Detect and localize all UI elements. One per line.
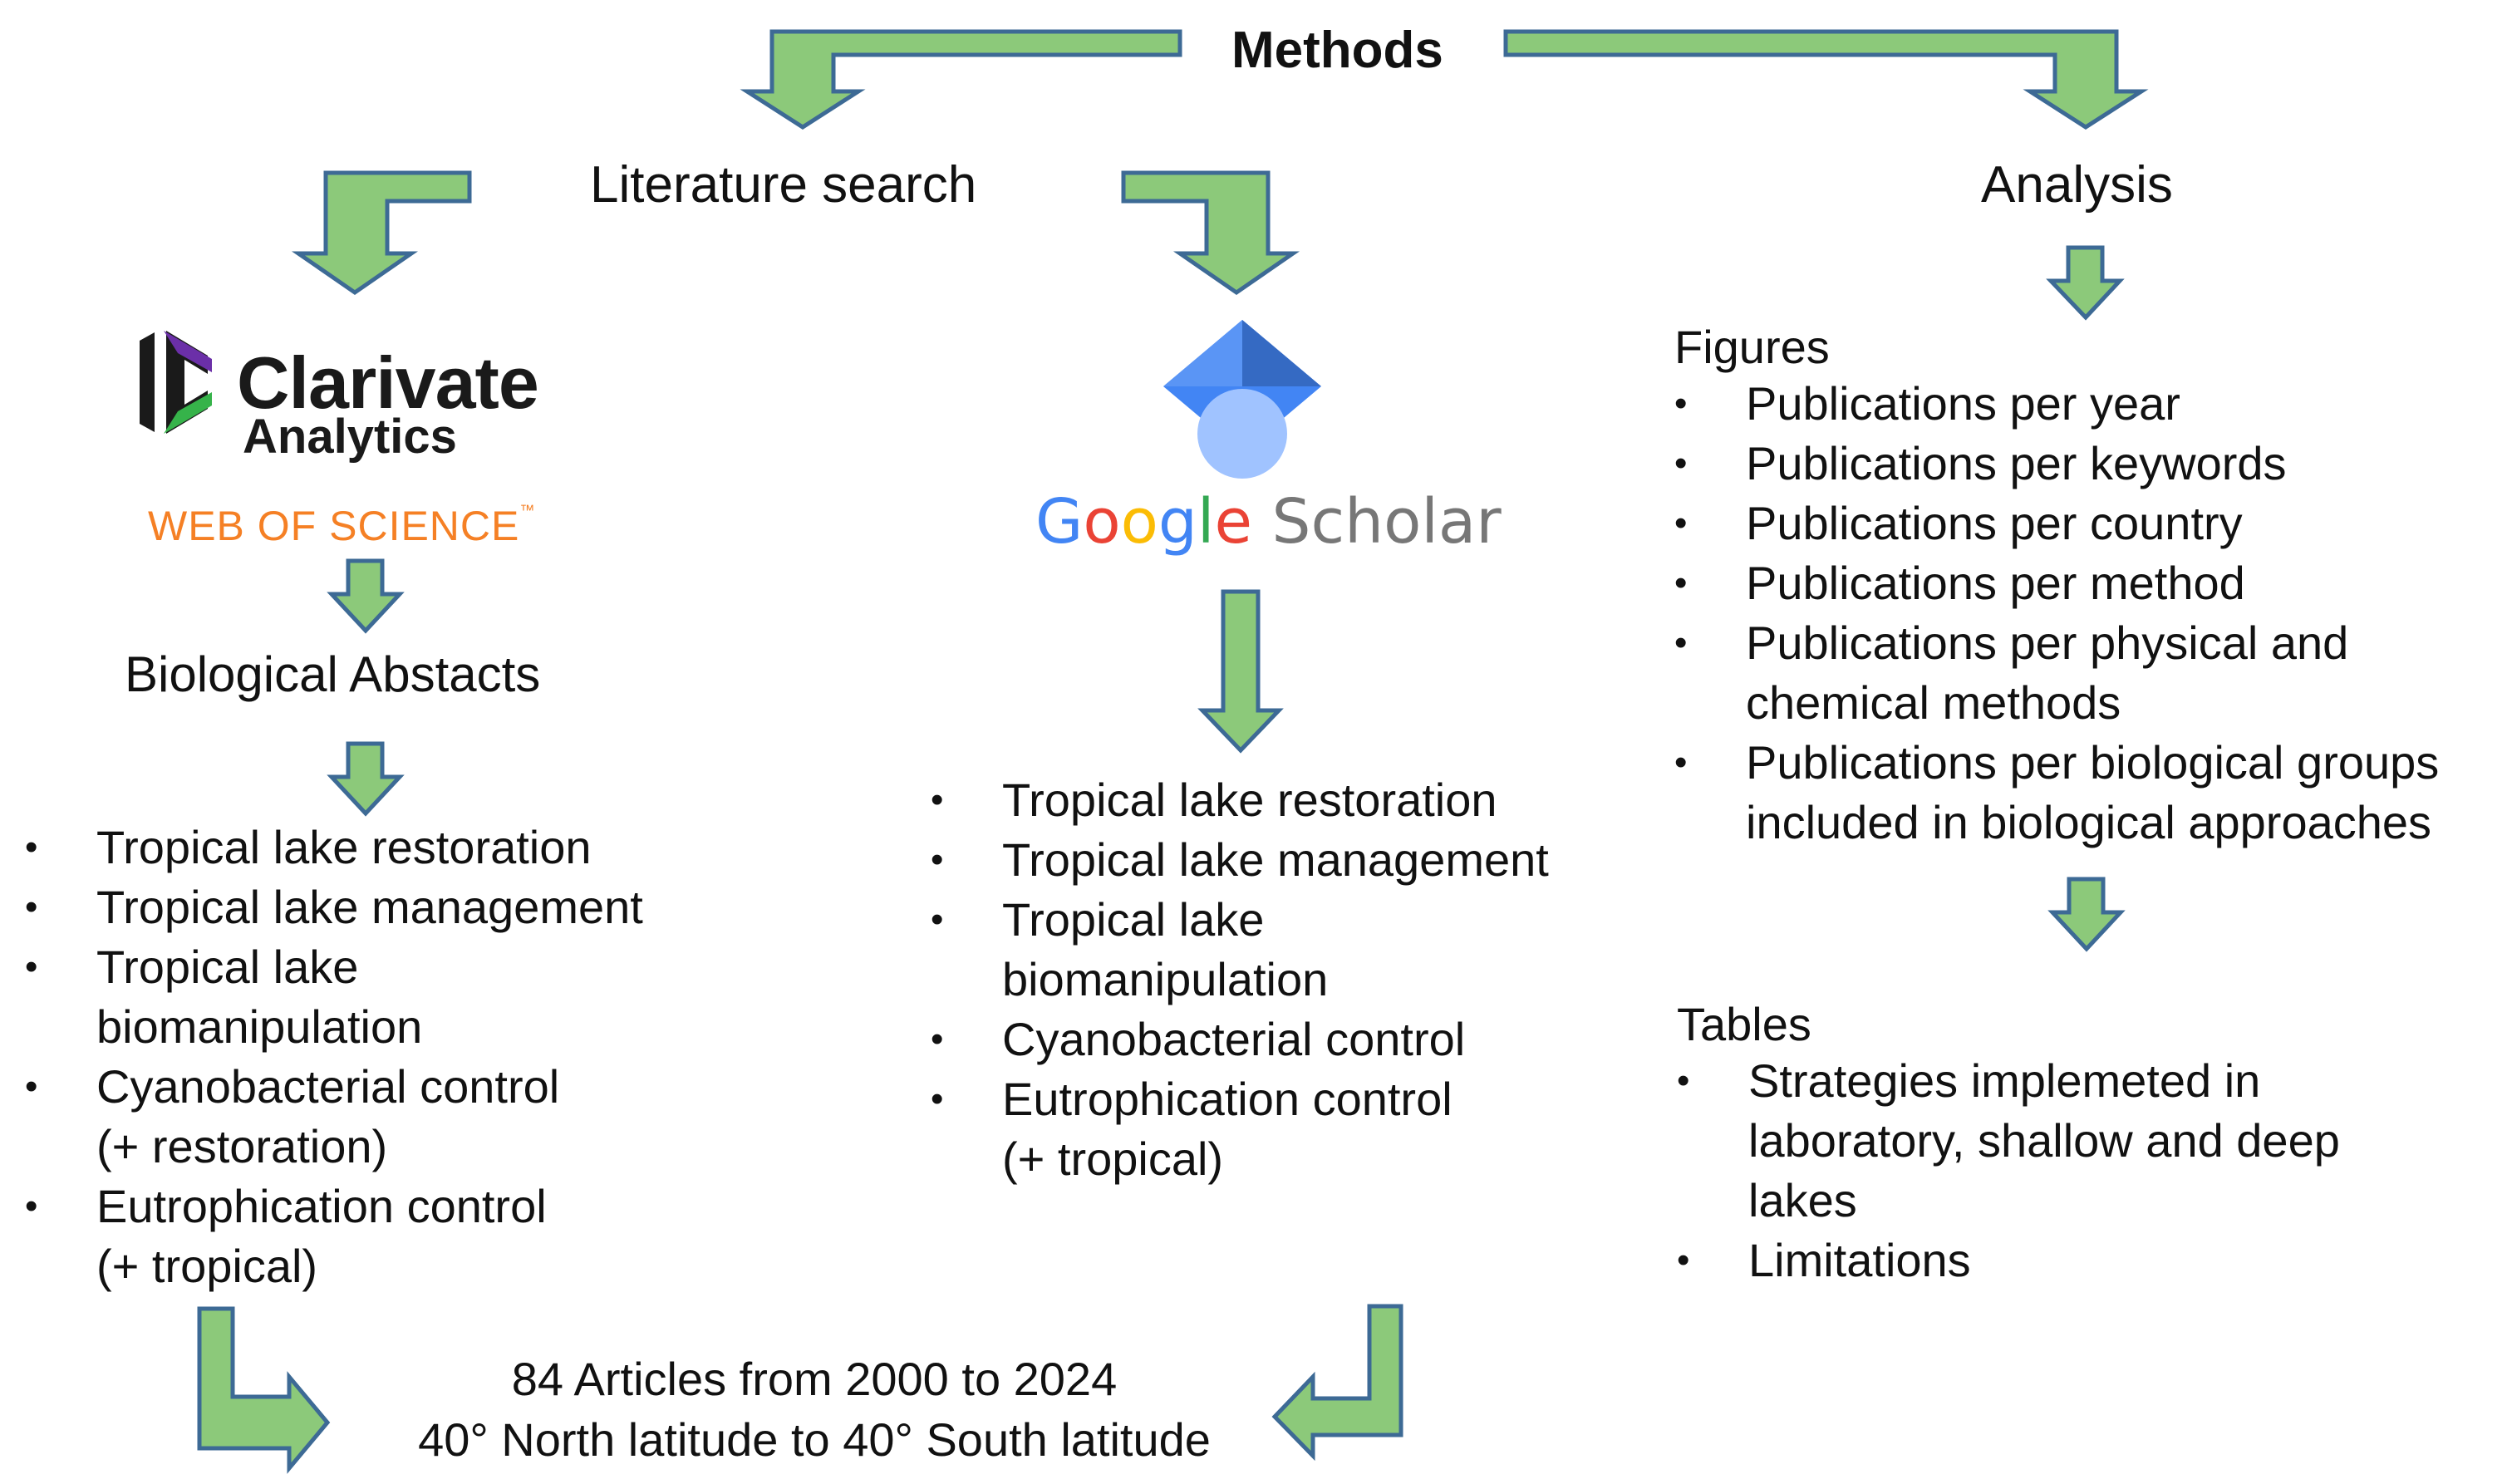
- arrow-bioabstracts-to-terms: [327, 741, 405, 817]
- figures-list: Publications per year Publications per k…: [1674, 374, 2439, 853]
- google-scholar-cap-icon: [1163, 320, 1321, 479]
- biological-abstracts-label: Biological Abstacts: [125, 646, 541, 702]
- google-letter: o: [1083, 486, 1121, 558]
- list-item: Cyanobacterial control: [931, 1010, 1549, 1069]
- arrow-methods-to-literature: [740, 29, 1182, 130]
- clarivate-wordmark: Clarivate: [237, 342, 539, 424]
- google-letter: o: [1120, 486, 1158, 558]
- result-line-1: 84 Articles from 2000 to 2024: [511, 1353, 1118, 1405]
- list-item: Cyanobacterial control(+ restoration): [25, 1057, 643, 1177]
- list-item: Publications per keywords: [1674, 434, 2439, 494]
- clarivate-analytics-word: Analytics: [243, 410, 457, 464]
- list-item: Eutrophication control(+ tropical): [931, 1069, 1549, 1189]
- list-item: Eutrophication control(+ tropical): [25, 1177, 643, 1296]
- literature-search-label: Literature search: [590, 156, 977, 214]
- web-of-science-text: WEB OF SCIENCE: [148, 503, 520, 549]
- arrow-scholar-terms-to-result: [1271, 1304, 1403, 1462]
- tables-label: Tables: [1677, 998, 1811, 1050]
- arrow-scholar-to-terms: [1197, 589, 1284, 754]
- page-title: Methods: [1231, 22, 1443, 79]
- list-item: Publications per biological groupsinclud…: [1674, 733, 2439, 853]
- list-item: Publications per method: [1674, 553, 2439, 613]
- google-letter: G: [1035, 486, 1084, 558]
- list-item: Publications per year: [1674, 374, 2439, 434]
- arrow-literature-to-scholar: [1121, 170, 1300, 296]
- arrow-literature-to-clarivate: [291, 170, 472, 296]
- list-item: Tropical lake restoration: [25, 818, 643, 877]
- list-item: Tropical lake restoration: [931, 770, 1549, 830]
- list-item: Publications per country: [1674, 494, 2439, 553]
- result-line-2: 40° North latitude to 40° South latitude: [418, 1413, 1211, 1466]
- arrow-analysis-to-figures: [2046, 245, 2125, 321]
- scholar-search-terms-list: Tropical lake restoration Tropical lake …: [931, 770, 1549, 1189]
- list-item: Limitations: [1677, 1231, 2340, 1290]
- arrow-methods-to-analysis: [1503, 29, 2149, 130]
- arrow-wos-to-bioabstracts: [327, 558, 405, 634]
- wos-search-terms-list: Tropical lake restoration Tropical lake …: [25, 818, 643, 1296]
- list-item: Tropical lake management: [931, 830, 1549, 890]
- google-letter: g: [1158, 486, 1197, 558]
- scholar-word: Scholar: [1271, 486, 1502, 558]
- arrow-figures-to-tables: [2047, 877, 2126, 952]
- web-of-science-logo: WEB OF SCIENCE™: [148, 502, 535, 550]
- arrow-left-terms-to-result: [197, 1306, 331, 1474]
- figures-label: Figures: [1674, 321, 1830, 373]
- list-item: Tropical lake management: [25, 877, 643, 937]
- google-scholar-logo: Google Scholar: [1035, 486, 1502, 558]
- trademark-mark: ™: [519, 502, 536, 518]
- clarivate-logo-icon: [140, 331, 212, 434]
- google-letter: l: [1197, 486, 1215, 558]
- analysis-label: Analysis: [1981, 156, 2173, 214]
- google-letter: e: [1214, 486, 1252, 558]
